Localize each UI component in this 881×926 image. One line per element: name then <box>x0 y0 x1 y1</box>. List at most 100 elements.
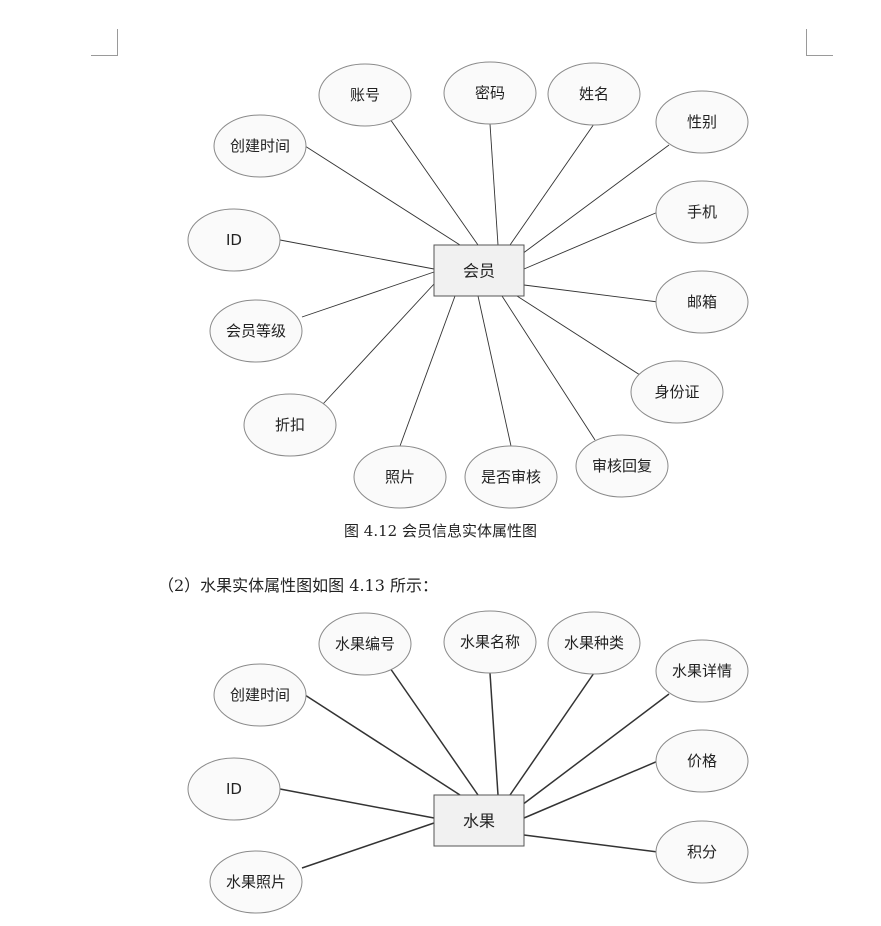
member-attribute-ellipse <box>353 445 447 509</box>
member-connector-4 <box>521 144 670 255</box>
member-attribute-label: 姓名 <box>579 85 609 103</box>
member-attribute-ellipse <box>318 63 412 127</box>
member-attribute-label: 是否审核 <box>481 468 541 486</box>
member-attribute-label: 密码 <box>475 84 505 102</box>
fruit-connector-4 <box>521 693 670 806</box>
fruit-attribute-label: 水果编号 <box>335 635 395 653</box>
fruit-connector-6 <box>523 760 659 819</box>
member-attribute-8: 邮箱 <box>655 270 749 334</box>
fruit-attribute-label: 价格 <box>687 752 717 770</box>
member-entity: 会员 <box>433 244 525 297</box>
member-connector-12 <box>399 295 456 447</box>
member-attribute-label: ID <box>226 231 242 249</box>
member-connector-10 <box>516 295 641 376</box>
fruit-attribute-ellipse <box>187 757 281 821</box>
member-connector-11 <box>322 283 435 405</box>
fruit-attribute-2: 水果名称 <box>443 610 537 674</box>
fruit-attribute-label: ID <box>226 780 242 798</box>
fruit-attribute-6: 价格 <box>655 729 749 793</box>
fruit-attribute-ellipse <box>655 729 749 793</box>
fruit-entity-box <box>433 794 525 847</box>
member-attribute-ellipse <box>655 180 749 244</box>
fruit-attribute-label: 水果详情 <box>672 662 732 680</box>
member-connector-9 <box>301 271 435 318</box>
member-attribute-ellipse <box>547 62 641 126</box>
member-connector-6 <box>523 211 659 270</box>
member-connector-3 <box>509 123 595 246</box>
fruit-attribute-ellipse <box>655 639 749 703</box>
member-attribute-6: 手机 <box>655 180 749 244</box>
member-attribute-label: 性别 <box>687 113 717 131</box>
member-connector-8 <box>523 284 659 303</box>
fruit-attribute-7: ID <box>187 757 281 821</box>
fruit-attribute-label: 积分 <box>687 843 717 861</box>
fruit-connector-8 <box>523 834 659 853</box>
page-corner-mark-right <box>806 29 833 56</box>
member-attribute-label: 账号 <box>350 86 380 104</box>
fruit-attribute-ellipse <box>547 611 641 675</box>
section-paragraph: （2）水果实体属性图如图 4.13 所示： <box>158 576 438 595</box>
member-connector-7 <box>279 239 435 270</box>
member-attribute-label: 审核回复 <box>592 457 652 475</box>
fruit-attribute-9: 水果照片 <box>209 850 303 914</box>
figure-caption: 图 4.12 会员信息实体属性图 <box>344 522 537 540</box>
member-entity-label: 会员 <box>463 262 495 281</box>
member-attribute-label: 邮箱 <box>687 293 717 311</box>
fruit-entity: 水果 <box>433 794 525 847</box>
member-attribute-14: 审核回复 <box>575 434 669 498</box>
member-attribute-ellipse <box>213 114 307 178</box>
member-attribute-1: 账号 <box>318 63 412 127</box>
fruit-attribute-1: 水果编号 <box>318 612 412 676</box>
member-attribute-ellipse <box>655 270 749 334</box>
member-attribute-label: 折扣 <box>275 416 305 434</box>
member-attribute-label: 创建时间 <box>230 137 290 155</box>
member-attribute-ellipse <box>209 299 303 363</box>
member-attribute-13: 是否审核 <box>464 445 558 509</box>
member-attribute-ellipse <box>655 90 749 154</box>
fruit-attribute-ellipse <box>318 612 412 676</box>
member-connector-1 <box>389 118 479 246</box>
member-attribute-7: ID <box>187 208 281 272</box>
member-entity-box <box>433 244 525 297</box>
fruit-entity-label: 水果 <box>463 812 495 831</box>
fruit-attribute-3: 水果种类 <box>547 611 641 675</box>
member-attribute-12: 照片 <box>353 445 447 509</box>
member-attribute-ellipse <box>575 434 669 498</box>
fruit-attribute-ellipse <box>443 610 537 674</box>
member-attribute-2: 密码 <box>443 61 537 125</box>
fruit-attribute-label: 水果照片 <box>226 873 286 891</box>
member-attribute-label: 照片 <box>385 468 415 486</box>
member-attribute-3: 姓名 <box>547 62 641 126</box>
member-attribute-ellipse <box>464 445 558 509</box>
fruit-connector-lines <box>279 667 670 869</box>
member-connector-14 <box>501 295 596 441</box>
member-attribute-5: 创建时间 <box>213 114 307 178</box>
member-attribute-ellipse <box>187 208 281 272</box>
fruit-attribute-ellipse <box>655 820 749 884</box>
fruit-attribute-4: 水果详情 <box>655 639 749 703</box>
page-corner-mark-left <box>91 29 118 56</box>
fruit-attribute-label: 创建时间 <box>230 686 290 704</box>
fruit-attribute-ellipse <box>213 663 307 727</box>
member-connector-5 <box>304 145 461 246</box>
fruit-connector-2 <box>489 672 499 796</box>
fruit-connector-9 <box>301 822 435 869</box>
member-attribute-4: 性别 <box>655 90 749 154</box>
member-attribute-ellipse <box>630 360 724 424</box>
member-attribute-10: 身份证 <box>630 360 724 424</box>
member-attribute-11: 折扣 <box>243 393 337 457</box>
fruit-attribute-label: 水果名称 <box>460 633 520 651</box>
member-attribute-label: 会员等级 <box>226 322 286 340</box>
fruit-attribute-label: 水果种类 <box>564 634 624 652</box>
member-connector-13 <box>477 295 512 447</box>
member-connector-2 <box>489 123 499 246</box>
member-attribute-ellipse <box>243 393 337 457</box>
fruit-attribute-8: 积分 <box>655 820 749 884</box>
fruit-connector-3 <box>509 672 595 796</box>
member-attribute-9: 会员等级 <box>209 299 303 363</box>
